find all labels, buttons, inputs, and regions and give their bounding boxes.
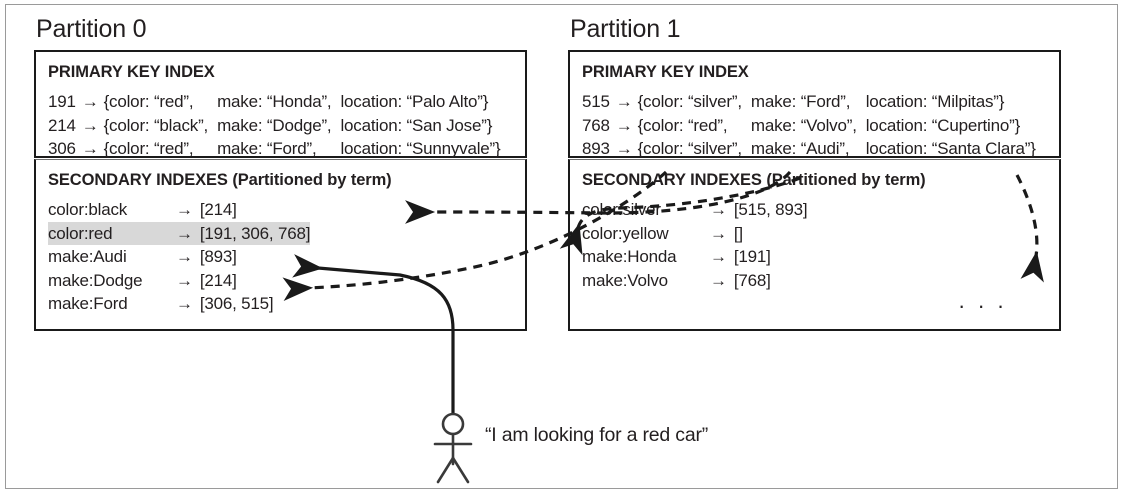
pk-arrow-icon: →: [615, 92, 633, 111]
pk-arrow-icon: →: [615, 115, 633, 135]
table-row: make:Honda → [191]: [582, 245, 807, 269]
secondary-arrow-icon: →: [176, 221, 200, 245]
pk-make: make: “Ford”,: [217, 139, 317, 158]
pk-color: {color: “red”,: [103, 92, 194, 111]
secondary-postings: [214]: [199, 270, 237, 290]
secondary-term: make:Ford: [48, 294, 128, 313]
table-row: color:black → [214]: [48, 198, 310, 222]
secondary-term: make:Audi: [48, 247, 127, 266]
partition-0: Partition 0 PRIMARY KEY INDEX 191 → {col…: [34, 14, 527, 331]
secondary-postings: [306, 515]: [199, 294, 274, 313]
pk-location: location: “Milpitas”}: [865, 92, 1005, 111]
partition-0-secondary-table: color:black → [214] color:red → [191, 30…: [48, 198, 310, 316]
secondary-arrow-icon: →: [710, 270, 727, 290]
figure-outer-frame: [5, 4, 1118, 489]
pk-key: 306: [48, 139, 76, 158]
table-row: color:silver → [515, 893]: [582, 198, 808, 222]
table-row-highlighted: color:red → [191, 306, 768]: [48, 221, 310, 245]
table-row: 191 → {color: “red”, make: “Honda”, loca…: [48, 90, 500, 114]
partition-1-secondary-table: color:silver → [515, 893] color:yellow →…: [582, 198, 808, 293]
pk-color: {color: “red”,: [637, 115, 728, 135]
secondary-arrow-icon: →: [710, 223, 727, 243]
table-row: make:Audi → [893]: [48, 245, 310, 269]
secondary-arrow-icon: →: [176, 270, 193, 290]
pk-key: 768: [582, 115, 610, 135]
pk-key: 515: [582, 92, 610, 111]
pk-make: make: “Dodge”,: [217, 115, 332, 135]
table-row: 893 → {color: “silver”, make: “Audi”, lo…: [582, 137, 1036, 161]
pk-color: {color: “red”,: [103, 139, 194, 158]
secondary-heading-sub: (Partitioned by term): [766, 171, 926, 189]
pk-color: {color: “silver”,: [637, 92, 742, 111]
secondary-heading-main: SECONDARY INDEXES: [48, 171, 228, 189]
partition-0-primary-table: 191 → {color: “red”, make: “Honda”, loca…: [48, 90, 501, 161]
secondary-postings: [515, 893]: [733, 200, 808, 219]
partition-0-primary-key-index: PRIMARY KEY INDEX 191 → {color: “red”, m…: [34, 50, 527, 158]
pk-location: location: “Cupertino”}: [865, 115, 1021, 135]
partition-1: Partition 1 PRIMARY KEY INDEX 515 → {col…: [568, 14, 1061, 331]
partition-1-title: Partition 1: [570, 15, 681, 43]
table-row: 515 → {color: “silver”, make: “Ford”, lo…: [582, 90, 1036, 114]
pk-arrow-icon: →: [615, 139, 633, 158]
partition-0-secondary-indexes: SECONDARY INDEXES (Partitioned by term) …: [34, 159, 527, 331]
pk-location: location: “San Jose”}: [340, 115, 493, 135]
table-row: make:Volvo → [768]: [582, 269, 807, 293]
secondary-term: color:red: [48, 221, 176, 245]
secondary-heading-main: SECONDARY INDEXES: [582, 171, 762, 189]
secondary-arrow-icon: →: [176, 200, 193, 219]
user-query-label: “I am looking for a red car”: [485, 424, 709, 446]
pk-make: make: “Volvo”,: [750, 115, 857, 135]
table-row: 768 → {color: “red”, make: “Volvo”, loca…: [582, 114, 1036, 138]
table-row: color:yellow → []: [582, 222, 807, 246]
table-row: 214 → {color: “black”, make: “Dodge”, lo…: [48, 114, 500, 138]
secondary-arrow-icon: →: [176, 294, 193, 313]
more-terms-ellipsis: · · ·: [958, 293, 1008, 318]
secondary-arrow-icon: →: [710, 200, 727, 219]
partition-0-primary-heading: PRIMARY KEY INDEX: [48, 63, 215, 81]
secondary-term: color:silver: [582, 200, 661, 219]
pk-make: make: “Ford”,: [750, 92, 851, 111]
pk-location: location: “Sunnyvale”}: [340, 139, 501, 158]
secondary-term: color:black: [48, 200, 128, 219]
partition-1-primary-table: 515 → {color: “silver”, make: “Ford”, lo…: [582, 90, 1036, 161]
table-row: 306 → {color: “red”, make: “Ford”, locat…: [48, 137, 501, 161]
pk-color: {color: “black”,: [103, 115, 209, 135]
secondary-arrow-icon: →: [176, 247, 193, 266]
pk-make: make: “Audi”,: [750, 139, 850, 158]
secondary-term: make:Volvo: [582, 270, 668, 290]
secondary-term: make:Dodge: [48, 270, 143, 290]
secondary-postings: [191]: [733, 247, 771, 266]
pk-key: 191: [48, 92, 76, 111]
pk-key: 893: [582, 139, 610, 158]
pk-make: make: “Honda”,: [217, 92, 332, 111]
secondary-term: make:Honda: [582, 247, 677, 266]
pk-arrow-icon: →: [81, 139, 99, 158]
table-row: make:Ford → [306, 515]: [48, 292, 310, 316]
secondary-term: color:yellow: [582, 223, 669, 243]
pk-location: location: “Santa Clara”}: [865, 139, 1036, 158]
pk-key: 214: [48, 115, 76, 135]
partition-1-primary-key-index: PRIMARY KEY INDEX 515 → {color: “silver”…: [568, 50, 1061, 158]
secondary-arrow-icon: →: [710, 247, 727, 266]
secondary-postings: [893]: [199, 247, 237, 266]
secondary-heading-sub: (Partitioned by term): [232, 171, 392, 189]
partition-1-primary-heading: PRIMARY KEY INDEX: [582, 63, 749, 81]
secondary-postings: []: [733, 223, 743, 243]
secondary-postings: [214]: [199, 200, 237, 219]
table-row: make:Dodge → [214]: [48, 269, 310, 293]
pk-color: {color: “silver”,: [637, 139, 742, 158]
pk-arrow-icon: →: [81, 92, 99, 111]
partition-0-title: Partition 0: [36, 15, 147, 43]
secondary-postings: [768]: [733, 270, 771, 290]
partition-0-secondary-heading: SECONDARY INDEXES (Partitioned by term): [48, 170, 525, 190]
pk-arrow-icon: →: [81, 115, 99, 135]
pk-location: location: “Palo Alto”}: [340, 92, 489, 111]
partition-1-secondary-heading: SECONDARY INDEXES (Partitioned by term): [582, 170, 1059, 190]
secondary-postings: [191, 306, 768]: [199, 221, 310, 245]
